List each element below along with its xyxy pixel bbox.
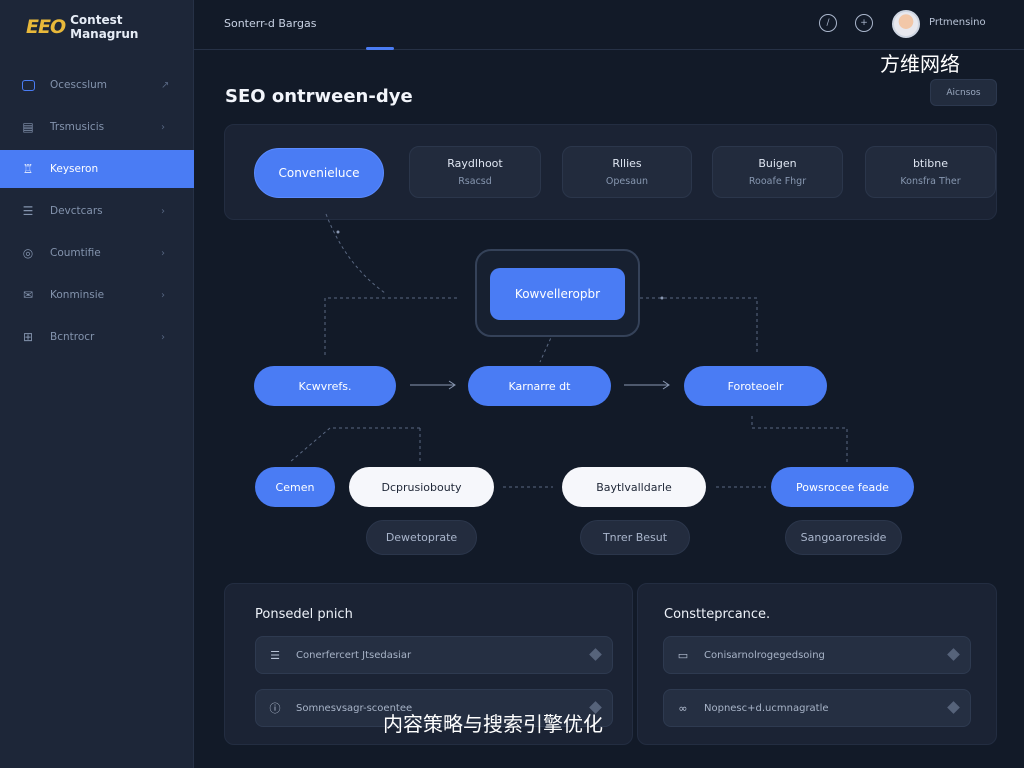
- tab-content[interactable]: Sonterr-d Bargas: [224, 17, 317, 30]
- sidebar-item-label: Keyseron: [50, 163, 99, 175]
- clock-icon[interactable]: /: [819, 14, 837, 32]
- row-label: Nopnesc+d.ucmnagratle: [704, 702, 829, 714]
- step-tab-2[interactable]: Rllies Opesaun: [562, 146, 692, 198]
- caption: 内容策略与搜索引擎优化: [383, 712, 603, 736]
- flow-node-row3-2[interactable]: Sangoaroreside: [785, 520, 902, 555]
- sidebar-item-1[interactable]: ▤ Trsmusicis ›: [0, 108, 194, 146]
- step-tab-4[interactable]: btibne Konsfra Ther: [865, 146, 996, 198]
- chevron-right-icon: ›: [161, 121, 165, 133]
- step-label: Convenieluce: [278, 166, 360, 180]
- user-name[interactable]: Prtmensino: [929, 17, 986, 28]
- diamond-icon: [947, 648, 960, 661]
- chevron-right-icon: ›: [161, 247, 165, 259]
- chevron-right-icon: ›: [161, 331, 165, 343]
- sidebar-item-label: Konminsie: [50, 289, 105, 301]
- flow-node-row2-0[interactable]: Cemen: [255, 467, 335, 507]
- sidebar-item-2[interactable]: ♖ Keyseron: [0, 150, 194, 188]
- step-sublabel: Konsfra Ther: [900, 176, 961, 187]
- grid-icon: ⊞: [22, 330, 34, 344]
- list-icon: ☰: [22, 204, 34, 218]
- sidebar-item-0[interactable]: Ocescslum ↗: [0, 66, 194, 104]
- step-label: btibne: [912, 157, 949, 170]
- card-left-row-0[interactable]: ☰ Conerfercert Jtsedasiar: [255, 636, 613, 674]
- chart-icon: ♖: [22, 162, 34, 176]
- step-sublabel: Rooafe Fhgr: [748, 176, 807, 187]
- diamond-icon: [947, 701, 960, 714]
- step-label: Raydlhoot: [447, 157, 503, 170]
- monitor-icon: [20, 77, 36, 93]
- chat-icon: ◎: [22, 246, 34, 260]
- chevron-right-icon: ↗: [161, 79, 170, 91]
- sidebar-item-label: Ocescslum: [50, 79, 108, 91]
- page-title: SEO ontrween-dye: [225, 86, 413, 107]
- flow-node-row2-2[interactable]: Baytlvalldarle: [562, 467, 706, 507]
- chevron-right-icon: ›: [161, 289, 165, 301]
- card-right-row-0[interactable]: ▭ Conisarnolrogegedsoing: [663, 636, 971, 674]
- chat-icon: ▭: [677, 648, 689, 662]
- card-right-title: Constteprcance.: [664, 607, 771, 622]
- row-label: Somnesvsagr-scoentee: [296, 702, 413, 714]
- row-label: Conerfercert Jtsedasiar: [296, 649, 412, 661]
- diamond-icon: [589, 648, 602, 661]
- flow-node-row1-1[interactable]: Karnarre dt: [468, 366, 611, 406]
- sidebar-item-4[interactable]: ◎ Coumtifie ›: [0, 234, 194, 272]
- avatar[interactable]: [892, 10, 920, 38]
- lines-icon: ☰: [270, 648, 280, 662]
- step-label: Rllies: [612, 157, 642, 170]
- step-tab-1[interactable]: Raydlhoot Rsacsd: [409, 146, 541, 198]
- flow-node-row3-1[interactable]: Tnrer Besut: [580, 520, 690, 555]
- center-node[interactable]: Kowvelleropbr: [490, 268, 625, 320]
- brand[interactable]: EEO Contest Managrun: [26, 13, 193, 41]
- info-icon: ⓘ: [269, 702, 281, 715]
- add-icon[interactable]: +: [855, 14, 873, 32]
- flow-node-row1-0[interactable]: Kcwvrefs.: [254, 366, 396, 406]
- card-left-title: Ponsedel pnich: [255, 607, 353, 622]
- sidebar-item-6[interactable]: ⊞ Bcntrocr ›: [0, 318, 194, 356]
- sidebar-item-label: Bcntrocr: [50, 331, 95, 343]
- tab-underline: [366, 47, 394, 50]
- step-sublabel: Rsacsd: [458, 176, 492, 187]
- flow-node-row1-2[interactable]: Foroteoelr: [684, 366, 827, 406]
- step-sublabel: Opesaun: [605, 176, 649, 187]
- mail-icon: ✉: [22, 288, 34, 302]
- sidebar-nav: Ocescslum ↗ ▤ Trsmusicis › ♖ Keyseron ☰ …: [0, 66, 194, 360]
- sidebar-item-label: Devctcars: [50, 205, 103, 217]
- document-icon: ▤: [22, 120, 34, 134]
- sidebar-item-label: Coumtifie: [50, 247, 101, 259]
- flow-node-row3-0[interactable]: Dewetoprate: [366, 520, 477, 555]
- flow-node-row2-1[interactable]: Dcprusiobouty: [349, 467, 494, 507]
- sidebar-item-3[interactable]: ☰ Devctcars ›: [0, 192, 194, 230]
- sidebar-item-5[interactable]: ✉ Konminsie ›: [0, 276, 194, 314]
- topbar: Sonterr-d Bargas / + Prtmensino: [194, 0, 1024, 50]
- step-tab-3[interactable]: Buigen Rooafe Fhgr: [712, 146, 843, 198]
- step-label: Buigen: [758, 157, 797, 170]
- sidebar: EEO Contest Managrun Ocescslum ↗ ▤ Trsmu…: [0, 0, 194, 768]
- card-right-row-1[interactable]: ∞ Nopnesc+d.ucmnagratle: [663, 689, 971, 727]
- link-icon: ∞: [678, 701, 688, 715]
- brand-logo: EEO: [26, 16, 66, 38]
- sidebar-item-label: Trsmusicis: [50, 121, 105, 133]
- watermark: 方维网络: [880, 52, 960, 76]
- step-tab-0[interactable]: Convenieluce: [254, 148, 384, 198]
- action-button[interactable]: Aicnsos: [930, 79, 997, 106]
- chevron-right-icon: ›: [161, 205, 165, 217]
- card-left-row-1[interactable]: ⓘ Somnesvsagr-scoentee: [255, 689, 613, 727]
- flow-node-row2-3[interactable]: Powsrocee feade: [771, 467, 914, 507]
- row-label: Conisarnolrogegedsoing: [704, 649, 825, 661]
- brand-name: Contest Managrun: [70, 13, 139, 41]
